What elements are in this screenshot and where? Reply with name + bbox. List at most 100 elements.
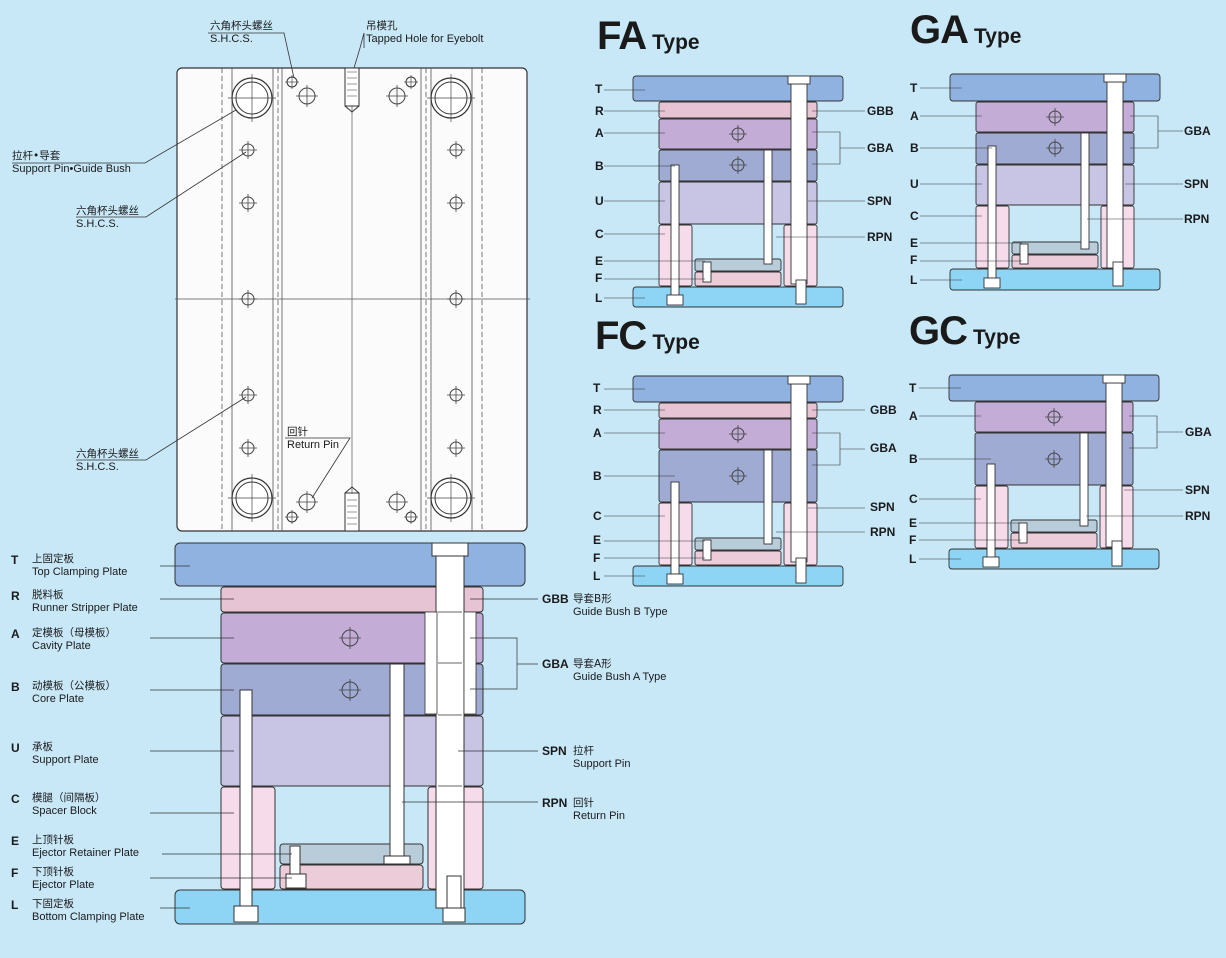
gc-code-f: F <box>909 533 917 547</box>
fc-code-f: F <box>593 551 601 565</box>
fa-code-a: A <box>595 126 604 140</box>
ga-code-b: B <box>910 141 919 155</box>
plate-code-u: U <box>11 741 20 755</box>
plate-cn-t: 上固定板 <box>32 553 74 565</box>
fc-code-c: C <box>593 509 602 523</box>
plate-en-a: Cavity Plate <box>32 640 91 652</box>
fa-code-c: C <box>595 227 604 241</box>
ga-code-t: T <box>910 81 918 95</box>
fc-code-l: L <box>593 569 601 583</box>
plate-label-f: 下顶针板 Ejector Plate <box>32 866 94 892</box>
gc-title-suffix: Type <box>973 326 1021 349</box>
component-label-gbb: 导套B形 Guide Bush B Type <box>573 593 668 619</box>
shcs-low-en: S.H.C.S. <box>76 461 119 473</box>
component-code-gba: GBA <box>542 657 569 671</box>
component-code-gbb: GBB <box>542 592 569 606</box>
gc-diagram <box>919 374 1183 570</box>
fc-diagram <box>604 375 865 587</box>
section-view <box>150 542 538 925</box>
gc-code-gba: GBA <box>1185 425 1212 439</box>
shcs-low-cn: 六角杯头螺丝 <box>76 448 139 460</box>
support-pin-bush-cn: 拉杆•导套 <box>12 150 61 162</box>
fa-code-gbb: GBB <box>867 104 894 118</box>
fc-title-name: FC <box>595 314 647 358</box>
plate-label-t: 上固定板 Top Clamping Plate <box>32 553 127 579</box>
fa-code-f: F <box>595 271 603 285</box>
component-en-gbb: Guide Bush B Type <box>573 606 668 618</box>
fc-code-r: R <box>593 403 602 417</box>
fa-code-r: R <box>595 104 604 118</box>
fa-diagram <box>604 75 865 308</box>
ga-title-suffix: Type <box>974 25 1022 48</box>
plate-code-l: L <box>11 898 19 912</box>
gc-code-e: E <box>909 516 918 530</box>
plate-en-f: Ejector Plate <box>32 879 95 891</box>
fa-code-u: U <box>595 194 604 208</box>
ga-code-gba: GBA <box>1184 124 1211 138</box>
ga-title-name: GA <box>910 8 969 52</box>
ga-code-a: A <box>910 109 919 123</box>
shcs-top-label: 六角杯头螺丝 S.H.C.S. <box>210 20 273 46</box>
ga-code-f: F <box>910 253 918 267</box>
fa-code-spn: SPN <box>867 194 892 208</box>
plate-en-u: Support Plate <box>32 754 99 766</box>
fa-title-name: FA <box>597 14 647 58</box>
plate-label-b: 动模板（公模板） Core Plate <box>32 680 116 706</box>
plate-label-c: 模腿（间隔板） Spacer Block <box>32 792 106 818</box>
fa-title-suffix: Type <box>652 31 700 54</box>
shcs-mid-cn: 六角杯头螺丝 <box>76 205 139 217</box>
shcs-top-cn: 六角杯头螺丝 <box>210 20 273 32</box>
component-en-gba: Guide Bush A Type <box>573 671 667 683</box>
fa-code-e: E <box>595 254 604 268</box>
component-label-rpn: 回针 Return Pin <box>573 797 625 823</box>
eyebolt-en: Tapped Hole for Eyebolt <box>366 33 484 45</box>
plate-cn-u: 承板 <box>32 741 53 753</box>
gc-title-name: GC <box>909 309 968 353</box>
fc-code-a: A <box>593 426 602 440</box>
plate-en-t: Top Clamping Plate <box>32 566 128 578</box>
shcs-top-en: S.H.C.S. <box>210 33 253 45</box>
eyebolt-label: 吊模孔 Tapped Hole for Eyebolt <box>366 20 483 46</box>
fc-code-b: B <box>593 469 602 483</box>
ga-code-spn: SPN <box>1184 177 1209 191</box>
plate-cn-c: 模腿（间隔板） <box>32 792 106 804</box>
support-pin-bush-label: 拉杆•导套 Support Pin•Guide Bush <box>12 150 131 176</box>
component-label-gba: 导套A形 Guide Bush A Type <box>573 658 666 684</box>
top-view <box>12 32 530 532</box>
ga-code-rpn: RPN <box>1184 212 1210 226</box>
return-pin-top-label: 回针 Return Pin <box>287 426 339 452</box>
plate-en-r: Runner Stripper Plate <box>32 602 138 614</box>
plate-label-r: 脱料板 Runner Stripper Plate <box>32 589 138 615</box>
ga-code-l: L <box>910 273 918 287</box>
plate-code-c: C <box>11 792 20 806</box>
component-label-spn: 拉杆 Support Pin <box>573 745 630 771</box>
plate-label-e: 上顶针板 Ejector Retainer Plate <box>32 834 139 860</box>
plate-cn-b: 动模板（公模板） <box>32 680 116 692</box>
shcs-low-label: 六角杯头螺丝 S.H.C.S. <box>76 448 139 474</box>
fc-code-gbb: GBB <box>870 403 897 417</box>
plate-en-l: Bottom Clamping Plate <box>32 911 145 923</box>
gc-code-l: L <box>909 552 917 566</box>
gc-code-rpn: RPN <box>1185 509 1211 523</box>
plate-cn-r: 脱料板 <box>32 589 64 601</box>
shcs-mid-en: S.H.C.S. <box>76 218 119 230</box>
return-pin-top-en: Return Pin <box>287 439 339 451</box>
fc-code-t: T <box>593 381 601 395</box>
fa-code-b: B <box>595 159 604 173</box>
return-pin-top-cn: 回针 <box>287 426 308 438</box>
ga-code-u: U <box>910 177 919 191</box>
plate-en-c: Spacer Block <box>32 805 97 817</box>
component-code-rpn: RPN <box>542 796 568 810</box>
plate-label-a: 定模板（母模板） Cavity Plate <box>32 627 116 653</box>
plate-code-a: A <box>11 627 20 641</box>
plate-label-u: 承板 Support Plate <box>32 741 99 767</box>
ga-diagram <box>920 73 1183 291</box>
eyebolt-cn: 吊模孔 <box>366 20 398 32</box>
plate-cn-l: 下固定板 <box>32 898 74 910</box>
fc-code-e: E <box>593 533 602 547</box>
fc-code-gba: GBA <box>870 441 897 455</box>
